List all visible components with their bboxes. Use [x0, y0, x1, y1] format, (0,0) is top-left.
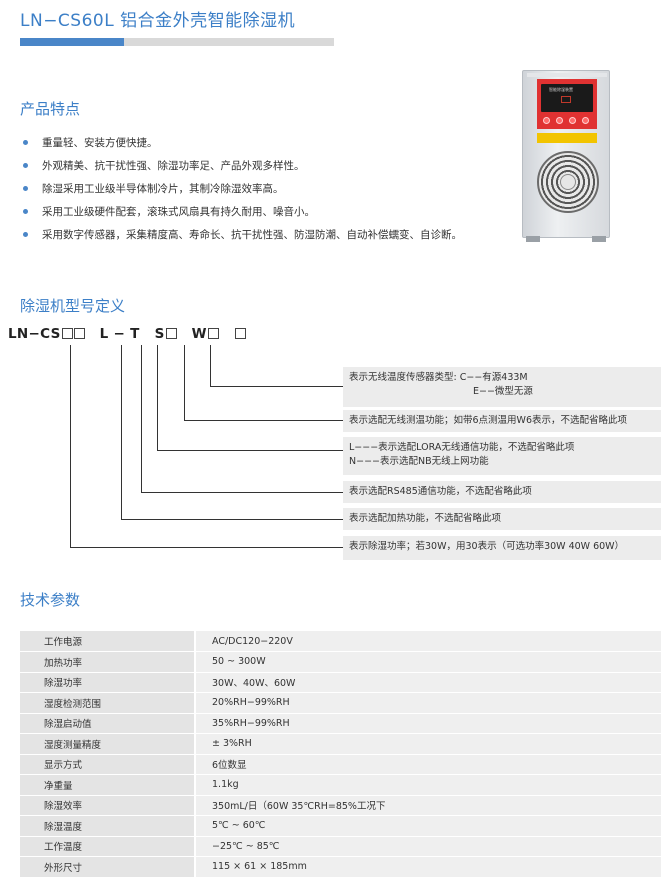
title-underline-bar [20, 38, 334, 46]
feature-item: 除湿采用工业级半导体制冷片，其制冷除湿效率高。 [22, 181, 492, 197]
title-underline-accent [20, 38, 124, 46]
product-housing: 智能除湿装置 [522, 70, 610, 238]
features-list: 重量轻、安装方便快捷。 外观精美、抗干扰性强、除湿功率足、产品外观多样性。 除湿… [22, 135, 492, 250]
model-code-w: W [191, 326, 207, 342]
feature-item: 重量轻、安装方便快捷。 [22, 135, 492, 151]
definition-box: 表示选配加热功能，不选配省略此项 [343, 508, 661, 530]
product-warning-label [537, 133, 597, 143]
fan-icon [537, 151, 599, 213]
product-display: 智能除湿装置 [541, 84, 593, 112]
product-control-panel: 智能除湿装置 [537, 79, 597, 129]
leader-line [210, 345, 343, 387]
model-code: LN−CS L − T S W [8, 326, 246, 342]
model-code-dash: − [113, 326, 126, 342]
leader-line [141, 345, 343, 493]
product-button-icon [556, 117, 563, 124]
product-button-icon [543, 117, 550, 124]
specs-heading: 技术参数 [20, 591, 81, 609]
feature-item: 外观精美、抗干扰性强、除湿功率足、产品外观多样性。 [22, 158, 492, 174]
table-row: 湿度测量精度± 3%RH [20, 733, 661, 755]
feature-item: 采用数字传感器，采集精度高、寿命长、抗干扰性强、防湿防潮、自动补偿蠕变、自诊断。 [22, 227, 492, 243]
product-button-icon [582, 117, 589, 124]
definition-box: 表示选配无线测温功能；如带6点测温用W6表示，不选配省略此项 [343, 410, 661, 432]
page-title: LN−CS60L 铝合金外壳智能除湿机 [20, 11, 296, 31]
bullet-icon [23, 140, 28, 145]
leader-line [157, 345, 343, 451]
model-code-slot [61, 328, 73, 339]
model-code-slot [165, 328, 177, 339]
model-code-s: S [154, 326, 165, 342]
bullet-icon [23, 232, 28, 237]
definition-box: L−−−表示选配LORA无线通信功能，不选配省略此项 N−−−表示选配NB无线上… [343, 437, 661, 475]
bullet-icon [23, 186, 28, 191]
table-row: 工作温度−25℃ ~ 85℃ [20, 836, 661, 857]
bullet-icon [23, 209, 28, 214]
model-code-slot [207, 328, 219, 339]
definition-box: 表示除湿功率；若30W，用30表示（可选功率30W 40W 60W） [343, 536, 661, 560]
product-image: 智能除湿装置 [518, 70, 614, 246]
model-heading: 除湿机型号定义 [20, 297, 126, 315]
model-code-prefix: LN−CS [8, 326, 61, 342]
product-button-icon [569, 117, 576, 124]
bullet-icon [23, 163, 28, 168]
fan-hub [560, 174, 576, 190]
definition-box: 表示无线温度传感器类型: C−−有源433M E−−微型无源 [343, 367, 661, 407]
feature-item: 采用工业级硬件配套，滚珠式风扇具有持久耐用、噪音小。 [22, 204, 492, 220]
definition-box: 表示选配RS485通信功能，不选配省略此项 [343, 481, 661, 503]
leader-line [70, 345, 343, 548]
model-code-l: L [99, 326, 109, 342]
product-display-text: 智能除湿装置 [549, 87, 573, 92]
leader-line [121, 345, 343, 520]
model-code-slot [73, 328, 85, 339]
model-code-slot [234, 328, 246, 339]
model-code-t: T [130, 326, 140, 342]
features-heading: 产品特点 [20, 100, 81, 118]
leader-line [184, 345, 343, 421]
